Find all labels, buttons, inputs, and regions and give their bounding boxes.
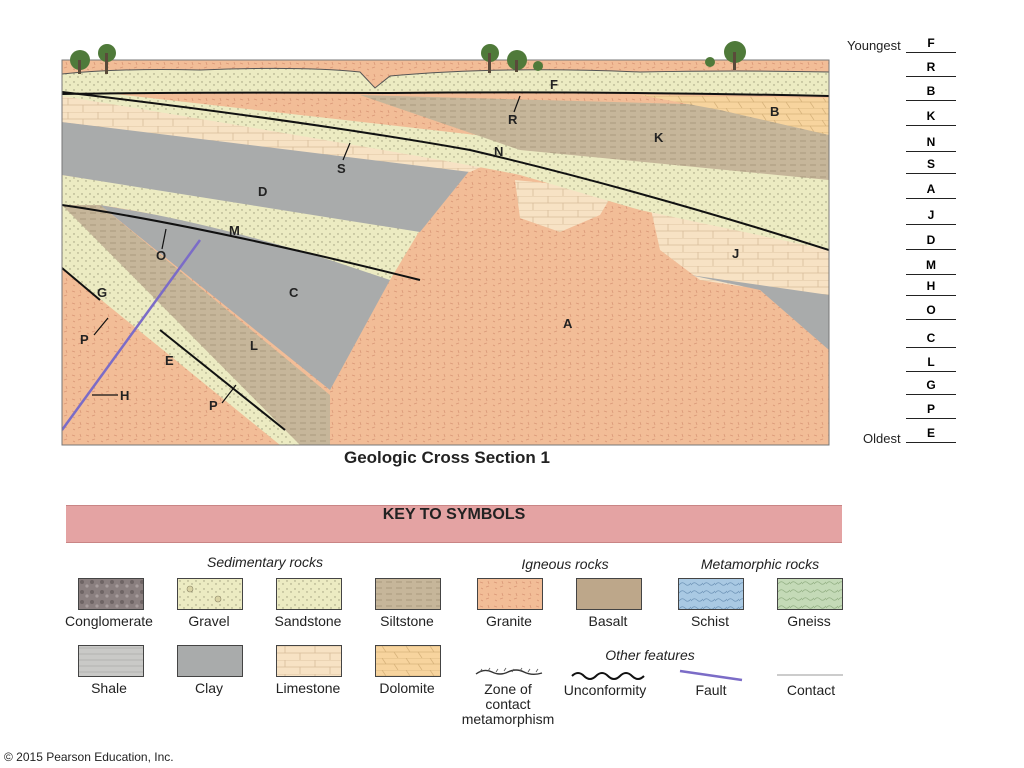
arrow-S — [342, 142, 351, 161]
label-D: D — [258, 184, 267, 199]
unconformity-M — [62, 204, 421, 281]
contact-icon — [777, 674, 843, 676]
swatch-sandstone — [276, 578, 342, 610]
layer-K — [360, 95, 829, 180]
label-limestone: Limestone — [275, 680, 341, 696]
arrow-R — [513, 95, 521, 113]
label-shale: Shale — [91, 680, 127, 696]
swatch-dolomite — [375, 645, 441, 677]
key-group-metamorphic: Metamorphic rocks — [700, 556, 820, 572]
label-B: B — [770, 104, 779, 119]
label-contact-metamorphism: Zone of contact metamorphism — [453, 682, 563, 727]
label-P-upper: P — [80, 332, 89, 347]
swatch-granite — [477, 578, 543, 610]
swatch-schist — [678, 578, 744, 610]
key-group-igneous: Igneous rocks — [521, 556, 609, 572]
label-R: R — [508, 112, 518, 127]
label-L: L — [250, 338, 258, 353]
swatch-gneiss — [777, 578, 843, 610]
label-K: K — [654, 130, 664, 145]
layer-right-clay — [690, 275, 829, 350]
label-line: metamorphism — [461, 711, 555, 727]
label-fault: Fault — [695, 682, 727, 698]
label-clay: Clay — [194, 680, 223, 696]
unconformity-P-upper — [62, 267, 101, 301]
label-basalt: Basalt — [588, 613, 628, 629]
swatch-limestone — [276, 645, 342, 677]
land-surface — [62, 67, 829, 89]
swatch-gravel — [177, 578, 243, 610]
label-J: J — [732, 246, 739, 261]
unconformity-R — [62, 91, 829, 97]
label-A: A — [563, 316, 573, 331]
label-F: F — [550, 77, 558, 92]
label-contact: Contact — [786, 682, 836, 698]
fault-icon — [679, 669, 743, 682]
section-border — [61, 59, 830, 446]
label-schist: Schist — [690, 613, 730, 629]
layer-D — [62, 122, 470, 232]
swatch-basalt — [576, 578, 642, 610]
layer-L — [62, 205, 330, 445]
key-group-other: Other features — [605, 647, 695, 663]
fault-H — [62, 239, 202, 431]
tree-icon — [70, 41, 746, 74]
label-unconformity: Unconformity — [563, 682, 647, 698]
label-siltstone: Siltstone — [380, 613, 434, 629]
unconformity-N — [62, 91, 829, 251]
unconformity-icon — [571, 672, 645, 680]
label-gravel: Gravel — [188, 613, 230, 629]
label-N: N — [494, 144, 503, 159]
geologic-cross-section: F R B K N S D M O C J A G P E L H P — [61, 41, 830, 446]
key-group-sedimentary: Sedimentary rocks — [207, 554, 323, 570]
label-M: M — [229, 223, 240, 238]
label-dolomite: Dolomite — [379, 680, 435, 696]
label-C: C — [289, 285, 299, 300]
swatch-shale — [78, 645, 144, 677]
layer-M — [62, 175, 420, 280]
label-sandstone: Sandstone — [274, 613, 342, 629]
label-conglomerate: Conglomerate — [65, 613, 153, 629]
label-gneiss: Gneiss — [787, 613, 831, 629]
swatch-siltstone — [375, 578, 441, 610]
copyright-notice: © 2015 Pearson Education, Inc. — [4, 750, 174, 764]
arrow-O — [161, 228, 167, 250]
figure-title: Geologic Cross Section 1 — [344, 448, 550, 467]
layer-F — [62, 68, 829, 96]
contact-metamorphism-icon — [475, 667, 543, 675]
key-title-banner: KEY TO SYMBOLS — [66, 505, 842, 543]
arrow-P-upper — [93, 317, 109, 336]
swatch-conglomerate — [78, 578, 144, 610]
layer-N — [62, 88, 829, 250]
label-S: S — [337, 161, 346, 176]
label-granite: Granite — [486, 613, 532, 629]
label-line: contact — [485, 696, 531, 712]
label-G: G — [97, 285, 107, 300]
layer-B — [640, 95, 829, 135]
label-line: Zone of — [484, 681, 532, 697]
unconformity-P-lower — [159, 329, 286, 431]
swatch-clay — [177, 645, 243, 677]
label-P-lower: P — [209, 398, 218, 413]
arrow-P-lower — [221, 384, 237, 404]
label-O: O — [156, 248, 166, 263]
label-H: H — [120, 388, 129, 403]
label-E: E — [165, 353, 174, 368]
